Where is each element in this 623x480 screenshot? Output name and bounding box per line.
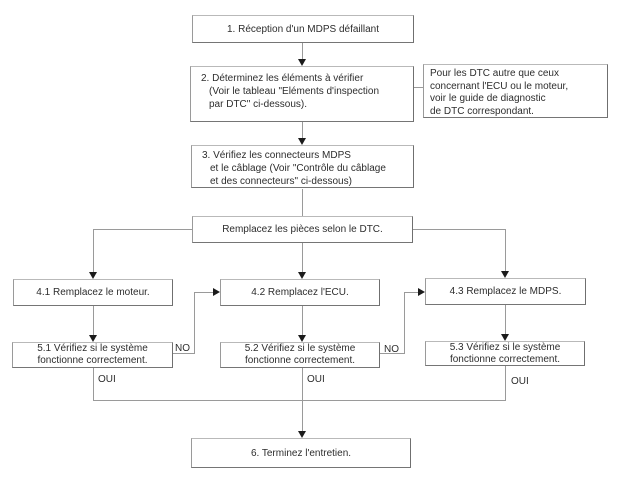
- node-step1-label: 1. Réception d'un MDPS défaillant: [227, 23, 379, 35]
- label-no-1: NO: [175, 343, 190, 354]
- line-oui2-down: [302, 368, 303, 431]
- line-step2-to-note: [414, 87, 423, 88]
- node-step2-line3: par DTC" ci-dessous).: [209, 99, 308, 110]
- node-step2: 2. Déterminez les éléments à vérifier (V…: [190, 66, 414, 122]
- node-step3-line3: et des connecteurs" ci-dessous): [210, 176, 352, 187]
- node-step6: 6. Terminez l'entretien.: [191, 438, 411, 468]
- arrow-into-step6-icon: [298, 431, 306, 438]
- arrow-into-step3-icon: [298, 138, 306, 145]
- node-step4-label: Remplacez les pièces selon le DTC.: [222, 224, 383, 235]
- node-step4-3: 4.3 Remplacez le MDPS.: [425, 278, 586, 305]
- line-no2-up: [404, 292, 405, 354]
- node-step1: 1. Réception d'un MDPS défaillant: [192, 15, 414, 43]
- arrow-into-step4-3-icon: [501, 271, 509, 278]
- node-step2-line2: (Voir le tableau "Eléments d'inspection: [209, 86, 379, 97]
- node-step3: 3. Vérifiez les connecteurs MDPS et le c…: [191, 145, 414, 188]
- arrow-into-step5-1-icon: [89, 335, 97, 342]
- node-step5-3: 5.3 Vérifiez si le système fonctionne co…: [425, 341, 585, 366]
- label-oui-3: OUI: [511, 376, 529, 387]
- node-step5-2: 5.2 Vérifiez si le système fonctionne co…: [220, 342, 380, 368]
- node-step6-label: 6. Terminez l'entretien.: [250, 447, 352, 459]
- line-step4-2-to-step5-2: [302, 306, 303, 335]
- arrow-into-step2-icon: [298, 59, 306, 66]
- node-step5-3-line1: 5.3 Vérifiez si le système: [449, 341, 561, 353]
- node-step3-line2: et le câblage (Voir "Contrôle du câblage: [210, 163, 386, 174]
- line-branch-left: [93, 229, 192, 230]
- node-step5-1-line1: 5.1 Vérifiez si le système: [37, 343, 148, 354]
- line-step4-3-to-step5-3: [505, 305, 506, 334]
- line-step1-to-step2: [302, 42, 303, 59]
- node-step4: Remplacez les pièces selon le DTC.: [192, 216, 413, 243]
- line-oui3-down: [505, 366, 506, 401]
- label-oui-1: OUI: [98, 374, 116, 385]
- arrow-no1-into-step4-2-icon: [213, 288, 220, 296]
- node-step5-1-line2: fonctionne correctement.: [37, 355, 148, 366]
- note-dtc: Pour les DTC autre que ceux concernant l…: [423, 64, 608, 118]
- node-step4-3-label: 4.3 Remplacez le MDPS.: [449, 286, 562, 297]
- line-no2-stub: [380, 353, 404, 354]
- node-step5-2-line2: fonctionne correctement.: [244, 355, 356, 366]
- line-drop-to-step4-1: [93, 229, 94, 272]
- node-step4-1: 4.1 Remplacez le moteur.: [13, 279, 173, 306]
- line-no1-up: [194, 292, 195, 354]
- arrow-into-step5-2-icon: [298, 335, 306, 342]
- line-branch-right: [413, 229, 505, 230]
- arrow-into-step4-2-icon: [298, 272, 306, 279]
- arrow-into-step5-3-icon: [501, 334, 509, 341]
- line-oui-collector: [93, 400, 506, 401]
- node-step5-1: 5.1 Vérifiez si le système fonctionne co…: [12, 342, 173, 368]
- line-step3-to-step4: [302, 189, 303, 216]
- line-step4-1-to-step5-1: [93, 306, 94, 335]
- note-dtc-line2: concernant l'ECU ou le moteur,: [430, 80, 569, 92]
- note-dtc-line1: Pour les DTC autre que ceux: [430, 68, 559, 79]
- note-dtc-line4: de DTC correspondant.: [430, 105, 534, 117]
- line-no1-into-step4-2: [194, 292, 213, 293]
- label-oui-2: OUI: [307, 374, 325, 385]
- node-step4-2: 4.2 Remplacez l'ECU.: [220, 279, 380, 306]
- arrow-no2-into-step4-3-icon: [418, 288, 425, 296]
- node-step4-1-label: 4.1 Remplacez le moteur.: [36, 287, 150, 298]
- line-no1-stub: [173, 353, 194, 354]
- line-drop-to-step4-3: [505, 229, 506, 271]
- label-no-2: NO: [384, 344, 399, 355]
- line-no2-into-step4-3: [404, 292, 418, 293]
- note-dtc-line3: voir le guide de diagnostic: [430, 93, 546, 104]
- line-drop-to-step4-2: [302, 243, 303, 272]
- node-step5-2-line1: 5.2 Vérifiez si le système: [244, 343, 356, 354]
- arrow-into-step4-1-icon: [89, 272, 97, 279]
- node-step5-3-line2: fonctionne correctement.: [449, 353, 561, 365]
- node-step2-line1: 2. Déterminez les éléments à vérifier: [201, 73, 364, 84]
- node-step4-2-label: 4.2 Remplacez l'ECU.: [251, 287, 349, 298]
- line-oui1-down: [93, 368, 94, 401]
- node-step3-line1: 3. Vérifiez les connecteurs MDPS: [202, 150, 351, 161]
- line-step2-to-step3: [302, 122, 303, 138]
